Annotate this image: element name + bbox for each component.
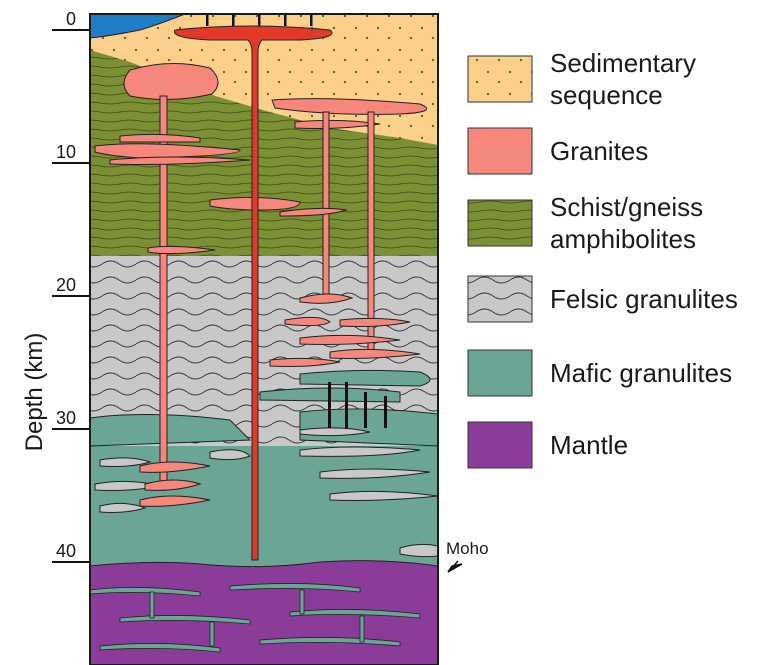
legend-label: Felsic granulites [550,284,738,314]
depth-tick-label: 10 [56,142,76,162]
depth-tick-label: 20 [56,275,76,295]
legend: SedimentarysequenceGranitesSchist/gneiss… [468,48,738,468]
legend-swatch-pattern [468,56,532,102]
moho-arrow-icon [448,561,462,572]
crustal-column [90,14,438,665]
legend-swatch-granites [468,128,532,174]
depth-tick-label: 0 [66,9,76,29]
depth-tick-label: 40 [56,541,76,561]
moho-annotation: Moho [446,539,489,572]
legend-item-felsic: Felsic granulites [468,276,738,322]
legend-swatch-mafic [468,350,532,396]
legend-label: sequence [550,80,663,110]
legend-item-mantle: Mantle [468,422,628,468]
legend-swatch-pattern [468,276,532,322]
legend-label: amphibolites [550,224,696,254]
legend-label: Mantle [550,430,628,460]
depth-axis: Depth (km) 0 10 20 30 40 [21,9,90,562]
legend-item-mafic: Mafic granulites [468,350,732,396]
legend-label: Granites [550,136,648,166]
legend-label: Schist/gneiss [550,192,703,222]
legend-label: Sedimentary [550,48,696,78]
depth-tick-label: 30 [56,408,76,428]
legend-swatch-mantle [468,422,532,468]
legend-label: Mafic granulites [550,358,732,388]
legend-item-granites: Granites [468,128,648,174]
moho-label: Moho [446,539,489,558]
depth-axis-label: Depth (km) [21,333,48,452]
legend-swatch-pattern [468,200,532,246]
